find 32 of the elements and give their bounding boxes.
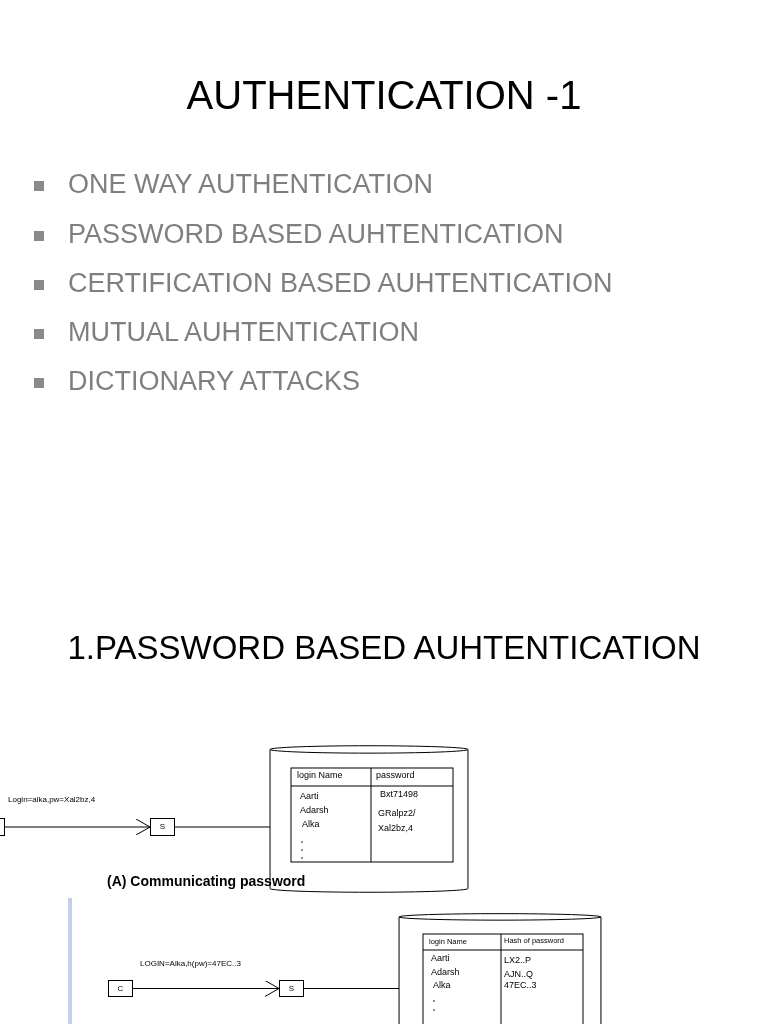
bullet-item: DICTIONARY ATTACKS [68,365,361,398]
table-cell: Adarsh [431,968,460,977]
edge-label: LOGIN=Alka,h(pw)=47EC..3 [140,960,241,968]
table-cell: GRalpz2/ [378,809,416,818]
table-cell: Xal2bz,4 [378,824,414,833]
section-heading: 1.PASSWORD BASED AUHTENTICATION [66,628,702,668]
bullet-item: MUTUAL AUHTENTICATION [68,316,419,349]
edge-label: Login=alka,pw=Xal2bz,4 [8,796,96,804]
arrow [4,818,151,836]
table-cell: login Name [297,771,343,780]
table-cell: Alka [433,981,451,990]
table-cell: password [376,771,415,780]
server-box: C [108,980,133,997]
bullet-item: PASSWORD BASED AUHTENTICATION [68,218,564,251]
table-cell: LX2..P [504,956,532,965]
bullet-item: CERTIFICATION BASED AUHTENTICATION [68,267,613,300]
table-cell: Aarti [431,954,450,963]
server-box: S [279,980,304,997]
table-cell: Alka [302,820,320,829]
table-cell: Adarsh [300,806,329,815]
title: AUTHENTICATION -1 [185,72,583,119]
server-box: S [150,818,175,836]
table-cell: Aarti [300,792,319,801]
connector-line [174,826,271,828]
figure-caption: (A) Communicating password [107,874,306,888]
arrow [132,980,280,997]
bullet-item: ONE WAY AUTHENTICATION [68,168,434,201]
table-cell: Bxt71498 [380,790,419,799]
database-cylinder [397,913,603,1024]
table-cell: 47EC..3 [504,981,537,990]
table-cell: AJN..Q [504,970,533,979]
connector-line [303,988,400,989]
